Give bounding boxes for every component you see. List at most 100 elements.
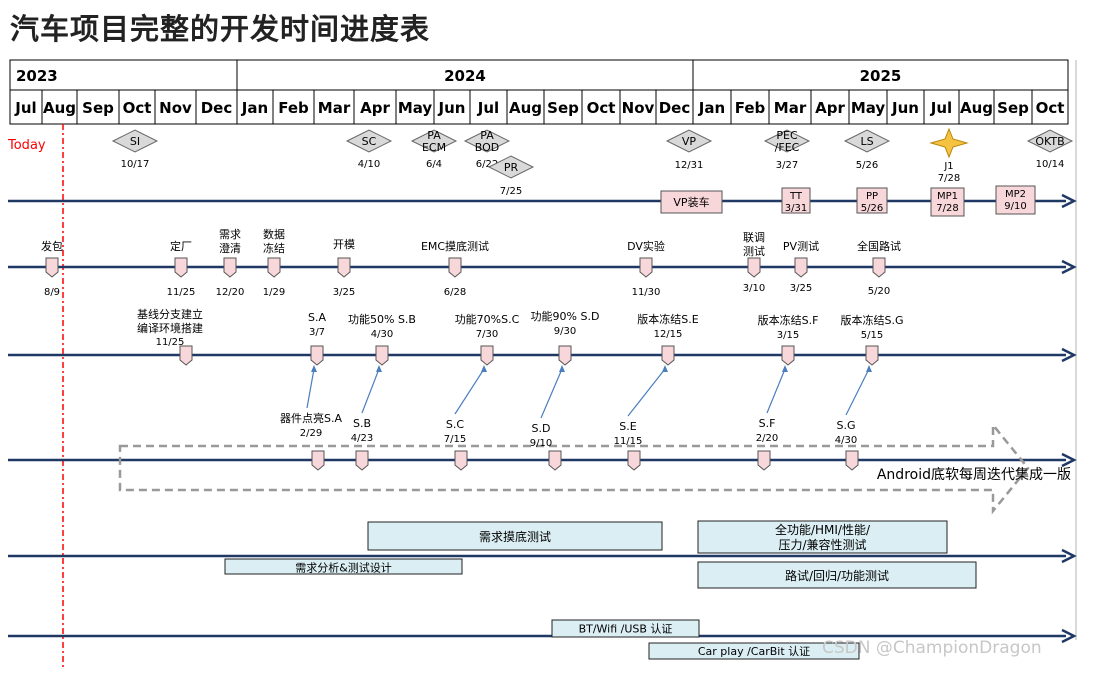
- row4-event-label: S.E: [619, 420, 636, 433]
- row4-event-date: 2/29: [300, 428, 322, 439]
- row4-event-label: S.F: [759, 417, 776, 430]
- flag-marker-icon: [781, 345, 795, 366]
- milestone-label-line: SC: [362, 135, 377, 148]
- row2-event-date: 3/25: [333, 287, 355, 298]
- row4-event-1: S.B4/23: [351, 365, 382, 471]
- timeline-1-arrowhead: [1061, 193, 1077, 209]
- milestone-label-line: PA: [427, 129, 441, 142]
- milestone-date: 3/27: [776, 160, 798, 171]
- flag-marker-icon: [311, 450, 325, 471]
- link-arrow: [766, 368, 786, 414]
- row3-event-date: 5/15: [861, 330, 883, 341]
- row3-event-6: 版本冻结S.F3/15: [758, 313, 818, 366]
- flag-marker-icon: [865, 345, 879, 366]
- cert-box-0: BT/Wifi /USB 认证: [551, 619, 700, 638]
- test-box-label-line: 需求分析&测试设计: [295, 561, 392, 575]
- milestone-label-line: PR: [504, 161, 519, 174]
- flag-marker-icon: [480, 345, 494, 366]
- test-box-label: 全功能/HMI/性能/压力/兼容性测试: [775, 522, 871, 552]
- row3-event-label-line: 基线分支建立: [137, 307, 203, 321]
- link-arrowhead-icon: [866, 365, 872, 372]
- row2-event-label: 开模: [333, 238, 355, 251]
- cert-box-rect: [551, 619, 700, 638]
- row3-event-label-line: 功能90% S.D: [531, 309, 600, 323]
- month-label: Oct: [587, 99, 616, 117]
- milestone-label: VP: [682, 135, 697, 148]
- row3-event-date: 9/30: [554, 326, 576, 337]
- year-label: 2025: [860, 67, 902, 85]
- row4-event-label: S.D: [532, 422, 551, 435]
- row3-event-date: 3/15: [777, 330, 799, 341]
- row3-event-label: S.A: [308, 311, 326, 324]
- month-label: Jan: [698, 99, 725, 117]
- milestone-label-line: ECM: [422, 141, 446, 154]
- milestone-diamond-icon: [1026, 129, 1074, 153]
- test-box-label: 需求摸底测试: [479, 529, 551, 544]
- milestone-8: J17/28: [929, 127, 969, 184]
- timeline-6-arrowhead: [1061, 628, 1077, 644]
- watermark: CSDN @ChampionDragon: [822, 638, 1042, 658]
- build-box-rect: [995, 185, 1036, 215]
- flag-marker-icon: [448, 257, 462, 278]
- month-label: Mar: [318, 99, 351, 117]
- month-label: Feb: [735, 99, 766, 117]
- row2-event-label-line: 发包: [41, 239, 63, 253]
- row2-event-label-line: 联调: [743, 231, 765, 244]
- month-label: Nov: [159, 99, 192, 117]
- row2-event-label: 定厂: [170, 239, 192, 253]
- link-arrowhead-icon: [481, 365, 487, 372]
- link-arrowhead-icon: [662, 365, 668, 372]
- row4-event-date: 7/15: [444, 434, 466, 445]
- row2-event-date: 1/29: [263, 287, 285, 298]
- milestone-label-line: BOD: [475, 141, 499, 154]
- milestone-diamond-icon: [843, 129, 891, 153]
- build-box-label: VP装车: [673, 195, 709, 209]
- build-box-label: PP: [866, 191, 878, 202]
- flag-marker-icon: [661, 345, 675, 366]
- row4-event-5: S.F2/20: [756, 365, 788, 471]
- flag-marker-icon: [223, 257, 237, 278]
- build-box-1: TT3/31: [781, 187, 811, 214]
- row2-event-date: 3/10: [743, 283, 765, 294]
- row3-event-2: 功能50% S.B4/30: [348, 312, 416, 366]
- build-box-date: 7/28: [936, 203, 958, 214]
- row3-event-date: 3/7: [309, 327, 325, 338]
- android-banner-arrow: [118, 421, 1030, 515]
- row3-event-label: 功能90% S.D: [531, 309, 600, 323]
- cert-box-rect: [648, 642, 860, 660]
- row2-event-label-line: 测试: [743, 245, 765, 258]
- month-label: May: [398, 99, 433, 117]
- month-label: Nov: [622, 99, 655, 117]
- build-box-rect: [660, 190, 723, 214]
- milestone-diamond-icon: [487, 155, 535, 179]
- timeline-3-arrowhead: [1061, 347, 1077, 363]
- row2-event-date: 12/20: [216, 287, 245, 298]
- timeline-4-arrowhead: [1061, 452, 1077, 468]
- row3-event-1: S.A 3/7: [308, 311, 326, 366]
- row2-event-label-line: EMC摸底测试: [421, 239, 489, 253]
- build-box-label: MP2: [1005, 189, 1026, 200]
- flag-marker-icon: [845, 450, 859, 471]
- milestone-diamond-icon: [463, 129, 511, 153]
- row3-event-5: 版本冻结S.E12/15: [637, 312, 699, 366]
- milestone-date: 7/25: [500, 186, 522, 197]
- link-arrow: [454, 368, 485, 415]
- milestone-date: 10/17: [121, 159, 150, 170]
- row4-event-6: S.G4/30: [835, 365, 872, 471]
- milestone-label-line: OKTB: [1035, 135, 1064, 148]
- build-box-date: 9/10: [1004, 201, 1026, 212]
- test-box-label-line: 路试/回归/功能测试: [785, 568, 889, 583]
- link-arrow: [540, 368, 563, 419]
- milestone-1: SC4/10: [345, 129, 393, 170]
- link-arrowhead-icon: [782, 365, 788, 372]
- build-box-2: PP5/26: [856, 187, 888, 214]
- row2-event-4: 开模 3/25: [333, 238, 355, 298]
- row4-event-label: S.G: [836, 419, 855, 432]
